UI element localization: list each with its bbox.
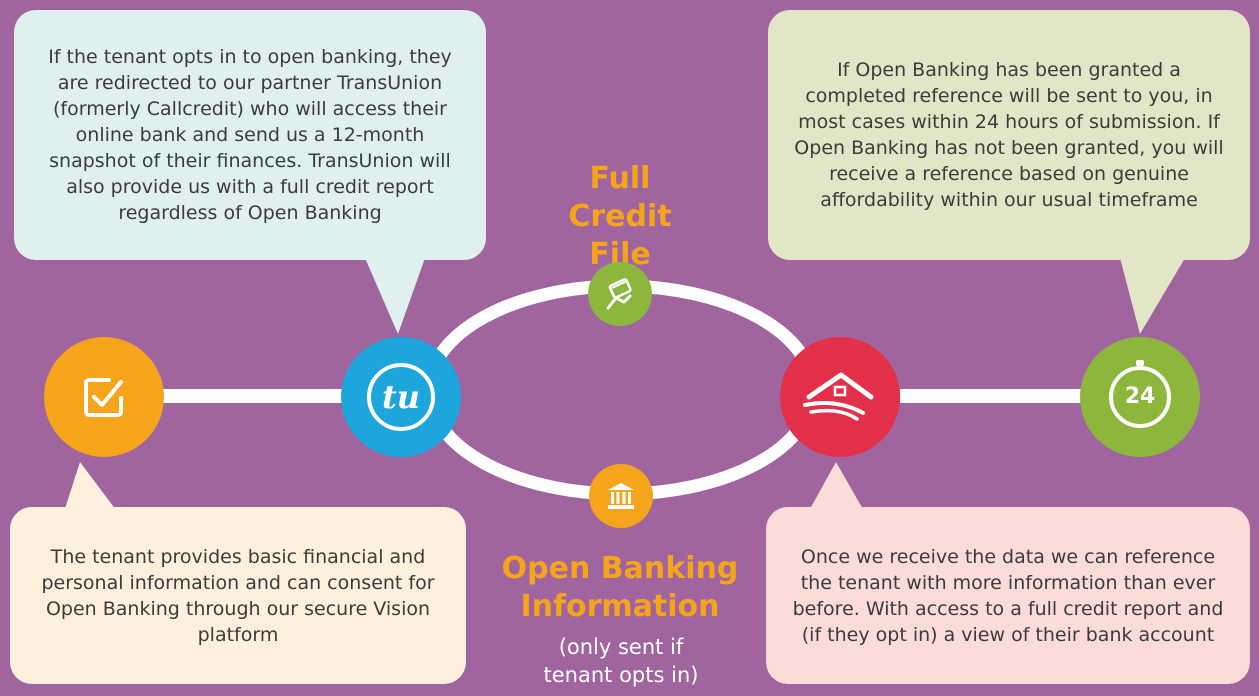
tenant-provides-box: The tenant provides basic financial and … xyxy=(10,507,466,684)
transunion-node: tu xyxy=(341,337,461,457)
open-banking-note: (only sent if tenant opts in) xyxy=(543,635,699,687)
transunion-info-box: If the tenant opts in to open banking, t… xyxy=(14,10,486,260)
credit-file-node xyxy=(588,262,652,326)
open-banking-label: Open Banking Information xyxy=(501,551,739,624)
stopwatch-24-icon: 24 xyxy=(1109,360,1171,428)
callout-pointer-receive xyxy=(805,462,868,518)
reference-node xyxy=(780,337,900,457)
timer-text: 24 xyxy=(1124,384,1156,409)
callout-pointer-tenant xyxy=(62,462,122,518)
reference-sent-box: If Open Banking has been granted a compl… xyxy=(768,10,1250,260)
receive-data-box: Once we receive the data we can referenc… xyxy=(766,507,1250,684)
tenant-provides-text: The tenant provides basic financial and … xyxy=(41,545,435,646)
transunion-logo-icon: tu xyxy=(367,363,435,431)
timer-node: 24 xyxy=(1080,337,1200,457)
full-credit-file-label: Full Credit File xyxy=(568,161,672,272)
house-icon xyxy=(803,372,874,421)
callout-pointer-reference xyxy=(1120,258,1185,334)
callout-pointer-transunion xyxy=(365,258,425,334)
checkbox-icon xyxy=(84,378,123,417)
transunion-logo-text: tu xyxy=(381,378,421,416)
bank-building-icon xyxy=(608,483,634,509)
open-banking-node xyxy=(589,464,653,528)
receive-data-text: Once we receive the data we can referenc… xyxy=(792,545,1224,646)
checkbox-node xyxy=(44,337,164,457)
reference-sent-text: If Open Banking has been granted a compl… xyxy=(794,59,1224,211)
transunion-info-text: If the tenant opts in to open banking, t… xyxy=(48,46,452,224)
credit-card-hand-icon xyxy=(606,278,632,310)
